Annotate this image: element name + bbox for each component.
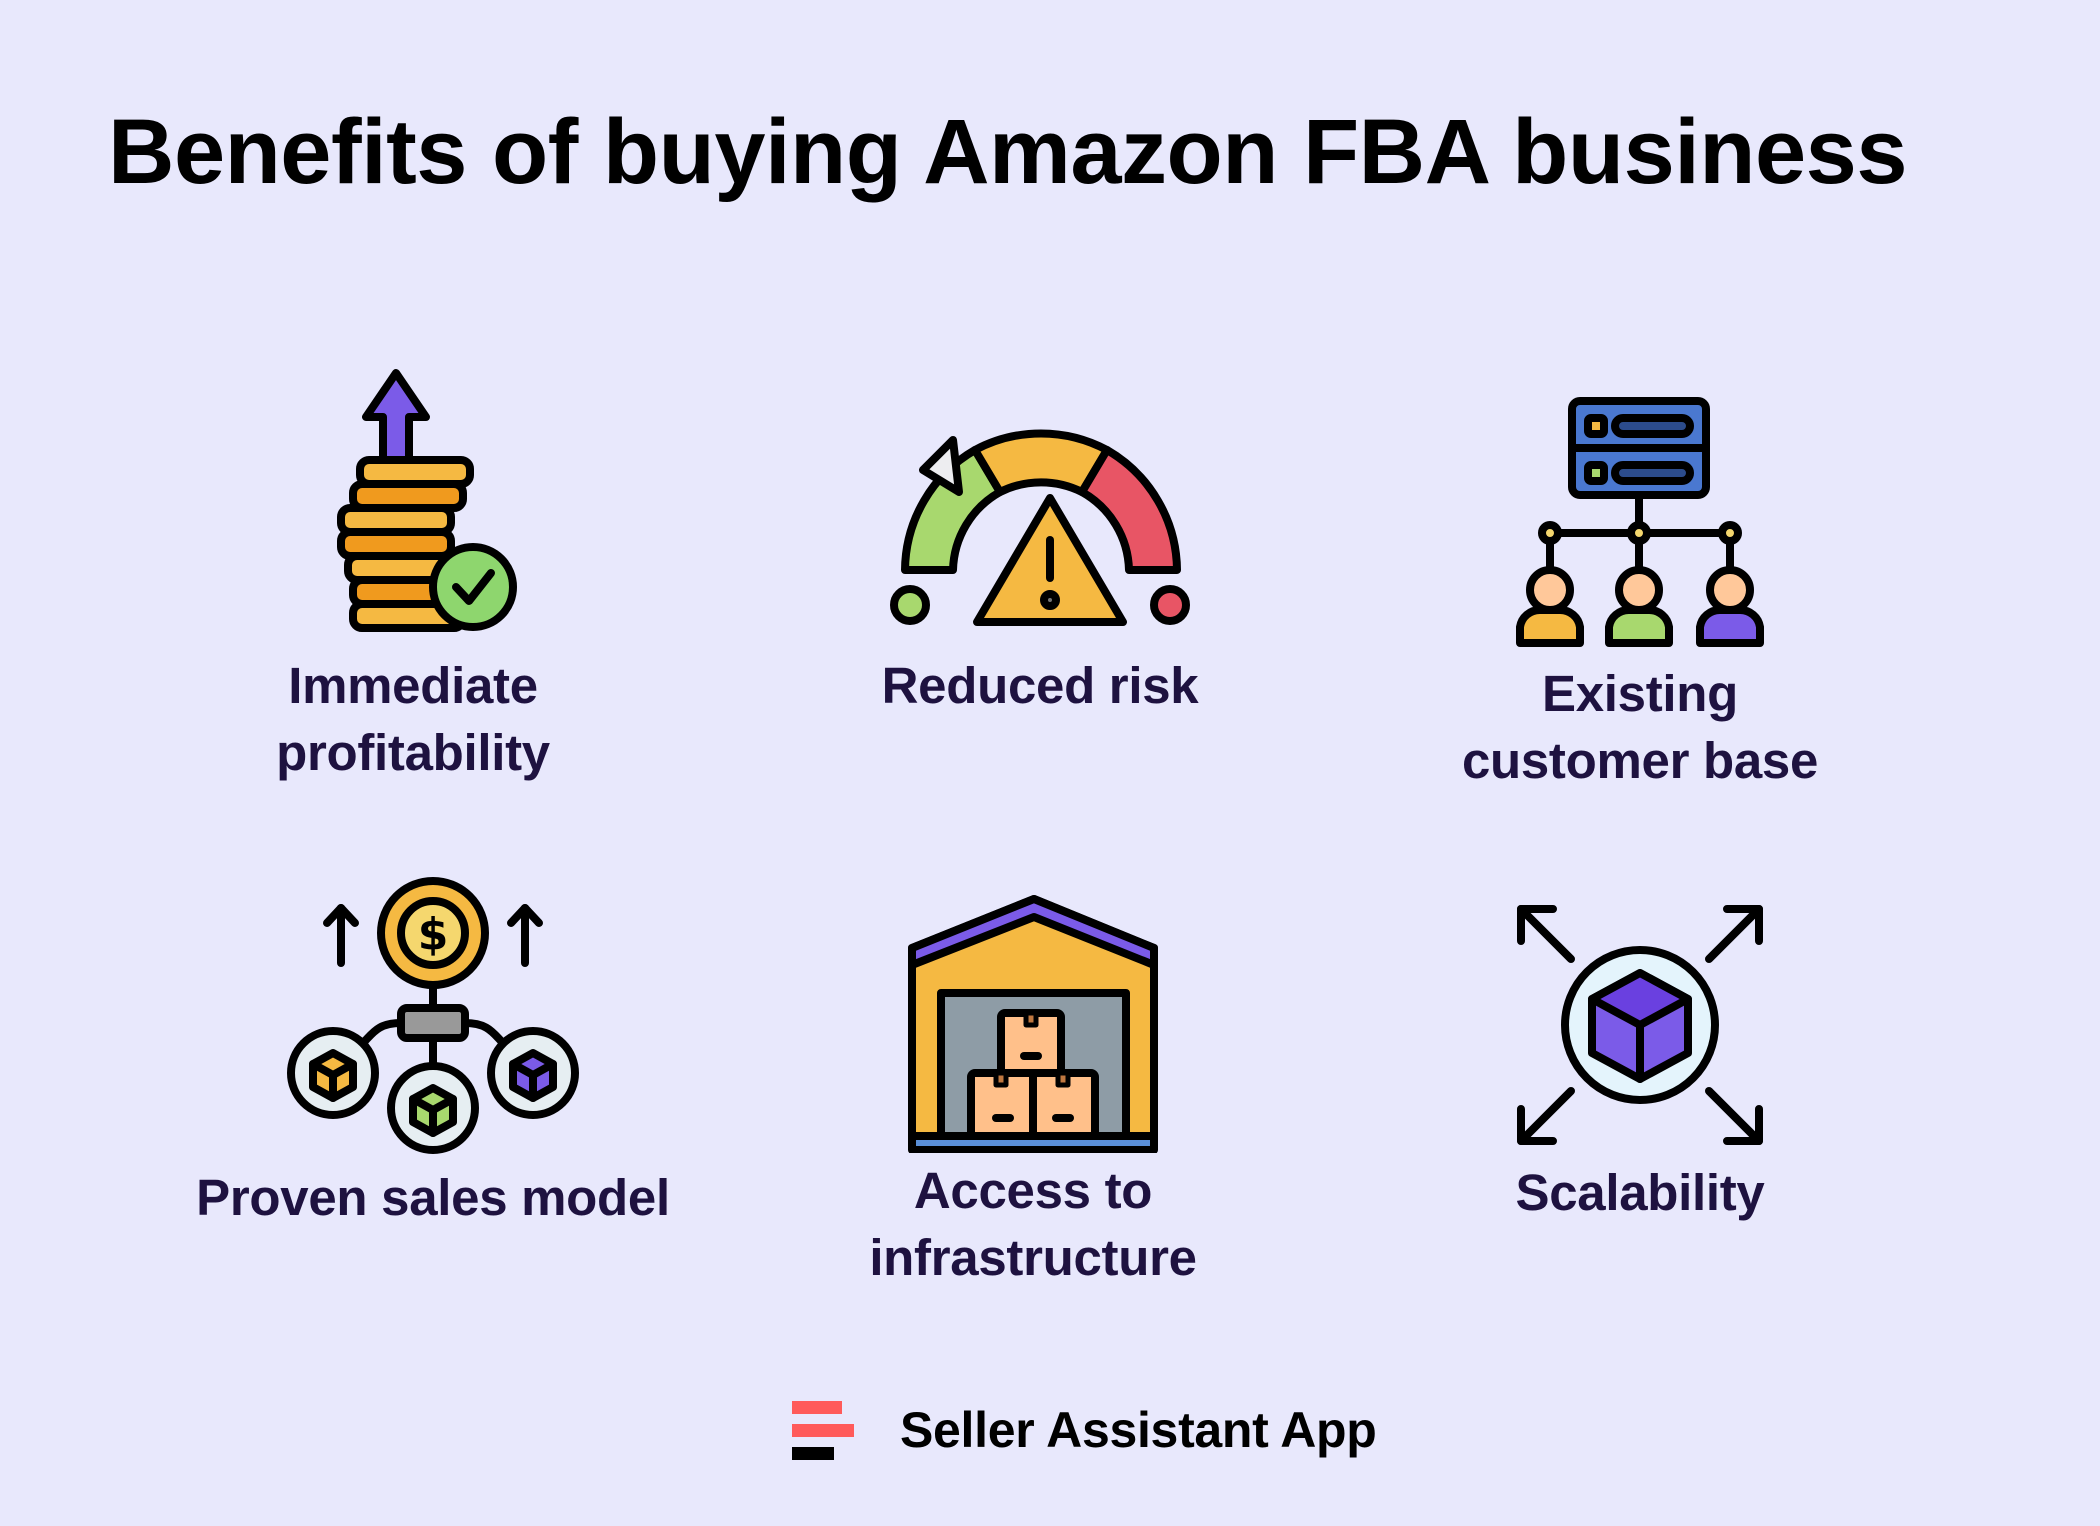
benefit-card-immediate-profitability: Immediate profitability: [113, 365, 713, 786]
benefit-card-access-to-infrastructure: Access to infrastructure: [733, 893, 1333, 1291]
benefit-card-scalability: Scalability: [1340, 895, 1940, 1226]
benefit-label: Access to infrastructure: [869, 1162, 1197, 1286]
benefit-card-reduced-risk: Reduced risk: [740, 400, 1340, 719]
brand-name: Seller Assistant App: [900, 1402, 1377, 1458]
dollar-coin-product-network-icon: $: [287, 877, 579, 1154]
server-network-users-icon: [1516, 397, 1764, 647]
page-title: Benefits of buying Amazon FBA business: [108, 101, 1908, 203]
benefit-label: Reduced risk: [881, 657, 1199, 714]
benefit-label: Immediate profitability: [276, 657, 550, 781]
benefit-label: Existing customer base: [1461, 665, 1819, 789]
coin-stack-arrow-check-icon: [337, 369, 517, 632]
cube-expand-arrows-icon: [1517, 905, 1763, 1145]
svg-text:$: $: [418, 909, 449, 960]
benefit-card-existing-customer-base: Existing customer base: [1340, 395, 1940, 794]
benefit-card-proven-sales-model: $ Proven sales model: [133, 873, 733, 1231]
warehouse-boxes-icon: [908, 895, 1158, 1153]
risk-gauge-warning-icon: [890, 429, 1190, 626]
benefit-label: Scalability: [1515, 1164, 1765, 1221]
seller-assistant-logo-icon: [790, 1399, 860, 1461]
benefit-label: Proven sales model: [196, 1169, 670, 1226]
footer-brand: Seller Assistant App: [790, 1395, 1377, 1465]
